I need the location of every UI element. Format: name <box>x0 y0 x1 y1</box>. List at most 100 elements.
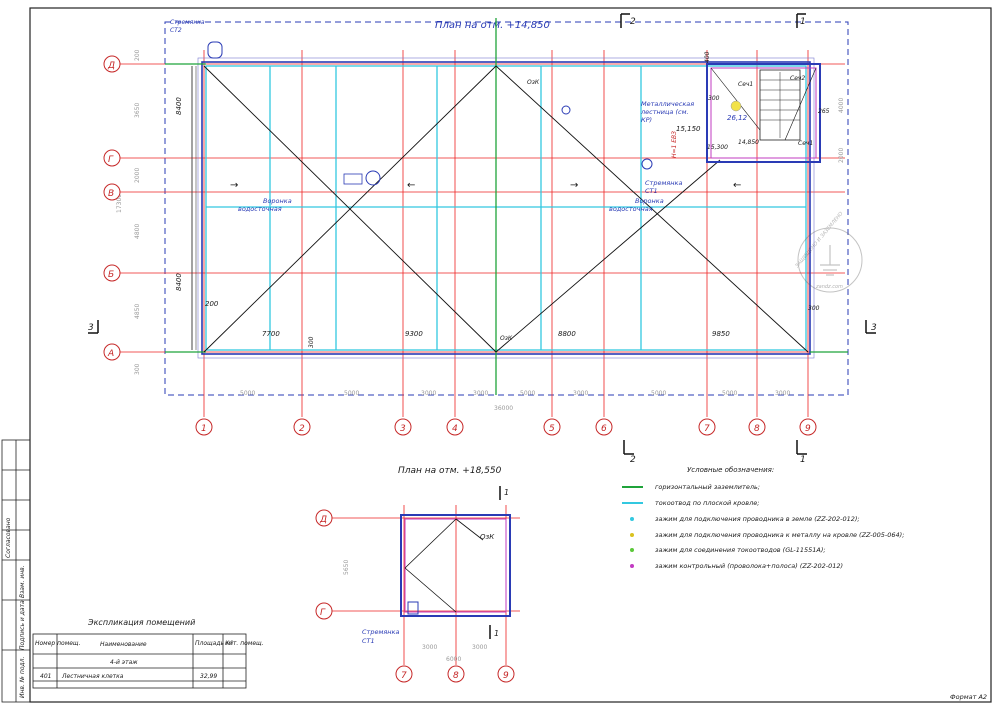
svg-text:14,850: 14,850 <box>738 139 759 146</box>
svg-text:горизонтальный заземлитель;: горизонтальный заземлитель; <box>655 483 760 491</box>
svg-text:Металлическая: Металлическая <box>641 100 694 108</box>
svg-text:А: А <box>107 349 114 359</box>
svg-text:2: 2 <box>630 17 636 27</box>
svg-text:СТ1: СТ1 <box>645 187 658 195</box>
svg-text:8400: 8400 <box>175 97 183 115</box>
format-label: Формат А2 <box>950 693 987 701</box>
svg-text:1: 1 <box>800 455 806 465</box>
svg-text:Г: Г <box>108 155 114 165</box>
svg-text:9300: 9300 <box>405 330 423 338</box>
svg-text:4850: 4850 <box>134 304 141 319</box>
svg-text:3000: 3000 <box>422 644 437 651</box>
svg-text:9850: 9850 <box>712 330 730 338</box>
svg-text:Площадь м²: Площадь м² <box>195 640 233 647</box>
svg-text:4800: 4800 <box>134 224 141 239</box>
svg-text:ОзК: ОзК <box>527 79 540 86</box>
axis-letters: Д Г В Б А <box>103 55 121 361</box>
svg-text:zandz.com: zandz.com <box>815 284 843 290</box>
svg-text:3650: 3650 <box>134 103 141 118</box>
svg-text:СТ2: СТ2 <box>170 27 182 34</box>
svg-text:15,150: 15,150 <box>676 125 701 133</box>
ground-lines <box>165 18 848 395</box>
svg-text:Стремянка: Стремянка <box>362 628 399 636</box>
svg-text:Д: Д <box>107 61 115 71</box>
svg-text:Сеч1: Сеч1 <box>798 140 813 147</box>
svg-text:9: 9 <box>503 671 509 681</box>
svg-text:4000: 4000 <box>838 98 845 113</box>
svg-text:←: ← <box>733 180 741 191</box>
svg-text:300: 300 <box>808 305 820 312</box>
svg-text:7: 7 <box>704 424 710 434</box>
svg-text:5: 5 <box>549 424 555 434</box>
svg-text:300: 300 <box>708 95 720 102</box>
svg-text:зажим контрольный (проволока+п: зажим контрольный (проволока+полоса) (ZZ… <box>655 562 843 570</box>
svg-text:Наименование: Наименование <box>100 641 147 648</box>
svg-text:2: 2 <box>299 424 305 434</box>
svg-text:Номер помещ.: Номер помещ. <box>35 640 81 647</box>
svg-text:токоотвод по плоской кровле;: токоотвод по плоской кровле; <box>655 499 759 507</box>
svg-text:3000: 3000 <box>573 390 588 397</box>
svg-text:В: В <box>108 189 114 199</box>
svg-text:Воронка: Воронка <box>263 197 292 205</box>
svg-text:2000: 2000 <box>134 168 141 183</box>
svg-text:→: → <box>570 180 578 191</box>
svg-text:8: 8 <box>754 424 760 434</box>
svg-text:400: 400 <box>704 51 711 63</box>
svg-text:2: 2 <box>630 455 636 465</box>
svg-text:1: 1 <box>201 424 207 434</box>
svg-text:3000: 3000 <box>775 390 790 397</box>
svg-text:Инв. № подл.: Инв. № подл. <box>19 657 26 698</box>
svg-text:СТ1: СТ1 <box>362 637 375 645</box>
svg-text:Сеч2: Сеч2 <box>790 75 805 82</box>
axis-numbers: 1 2 3 4 5 6 7 8 9 <box>195 418 817 436</box>
svg-text:15,300: 15,300 <box>707 144 728 151</box>
svg-text:17300: 17300 <box>116 194 123 213</box>
svg-text:5000: 5000 <box>344 390 359 397</box>
svg-text:зажим для подключения проводни: зажим для подключения проводника в земле… <box>655 515 860 523</box>
section-marks: 2 1 3 3 2 1 <box>88 13 877 465</box>
svg-text:3000: 3000 <box>472 644 487 651</box>
svg-text:1: 1 <box>504 488 509 497</box>
svg-text:401: 401 <box>40 673 51 680</box>
svg-text:8800: 8800 <box>558 330 576 338</box>
svg-text:1: 1 <box>494 629 499 638</box>
svg-text:2000: 2000 <box>838 148 845 163</box>
svg-text:зажим для подключения проводни: зажим для подключения проводника к метал… <box>655 531 904 539</box>
svg-text:300: 300 <box>134 363 141 375</box>
legend-title: Условные обозначения: <box>687 466 774 474</box>
svg-text:Стремянка: Стремянка <box>170 19 205 26</box>
svg-text:Стремянка: Стремянка <box>645 179 682 187</box>
legend: Условные обозначения: горизонтальный заз… <box>622 466 904 570</box>
svg-text:300: 300 <box>308 336 315 348</box>
svg-text:Воронка: Воронка <box>635 197 664 205</box>
explication-table: Экспликация помещений Номер помещ. Наиме… <box>32 618 264 689</box>
svg-text:5000: 5000 <box>520 390 535 397</box>
svg-text:8: 8 <box>453 671 459 681</box>
svg-text:200: 200 <box>134 49 141 61</box>
svg-text:1: 1 <box>800 17 806 27</box>
svg-text:6: 6 <box>601 424 607 434</box>
explication-title: Экспликация помещений <box>87 618 195 627</box>
small-plan-title: План на отм. +18,550 <box>398 466 502 476</box>
side-stamp: Согласовано Инв. № подл. Подпись и дата … <box>1 439 31 703</box>
svg-text:3: 3 <box>871 323 877 333</box>
main-plan-title: План на отм. +14,850 <box>435 20 550 31</box>
svg-text:→: → <box>230 180 238 191</box>
svg-text:Д: Д <box>319 515 327 525</box>
svg-text:Согласовано: Согласовано <box>5 517 12 558</box>
roof-conductors <box>205 65 807 351</box>
svg-text:3000: 3000 <box>421 390 436 397</box>
svg-text:зажим для соединения токоотвод: зажим для соединения токоотводов (GL-115… <box>655 546 826 554</box>
svg-text:26,12: 26,12 <box>727 114 748 122</box>
svg-text:Подпись и дата: Подпись и дата <box>19 600 26 650</box>
svg-text:лестница (см.: лестница (см. <box>640 108 689 116</box>
svg-text:водосточная: водосточная <box>238 205 282 213</box>
svg-text:5000: 5000 <box>651 390 666 397</box>
svg-text:3: 3 <box>400 424 406 434</box>
svg-text:4: 4 <box>452 424 458 434</box>
svg-text:4-й этаж: 4-й этаж <box>110 659 138 666</box>
svg-text:Кат. помещ.: Кат. помещ. <box>225 640 264 647</box>
svg-text:Взам. инв.: Взам. инв. <box>19 565 26 598</box>
svg-text:водосточная: водосточная <box>609 205 653 213</box>
svg-text:8400: 8400 <box>175 273 183 291</box>
